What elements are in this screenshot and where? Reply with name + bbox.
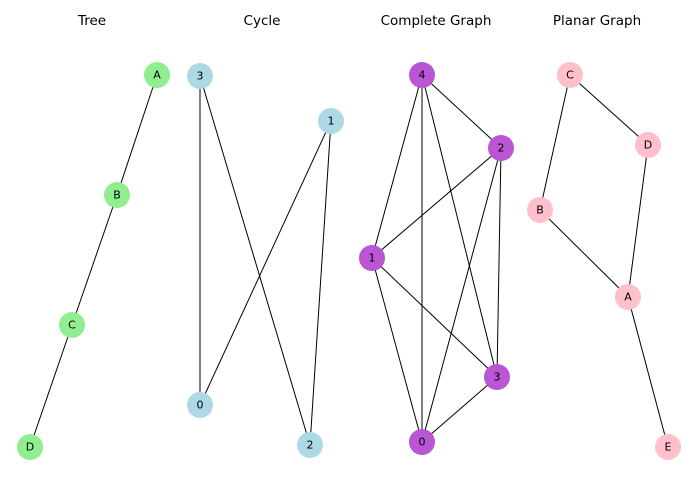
- edge-2-3: [199, 75, 311, 446]
- node-label-3: 3: [197, 70, 204, 83]
- node-label-C: C: [68, 319, 76, 332]
- edge-0-3: [421, 376, 498, 443]
- node-label-1: 1: [328, 115, 335, 128]
- edge-2-3: [496, 147, 502, 378]
- graph-node-C: [557, 62, 583, 88]
- graph-node-2: [488, 135, 514, 161]
- node-label-2: 2: [307, 439, 314, 452]
- node-label-3: 3: [494, 371, 501, 384]
- graph-node-0: [409, 429, 435, 455]
- edge-0-1: [199, 120, 332, 406]
- graph-node-A: [144, 62, 170, 88]
- graph-node-3: [187, 63, 213, 89]
- edge-D-A: [627, 144, 649, 298]
- edge-A-E: [627, 296, 669, 448]
- edge-1-2: [371, 147, 502, 259]
- node-label-2: 2: [498, 142, 505, 155]
- edge-C-D: [569, 74, 649, 146]
- graph-node-0: [187, 392, 213, 418]
- graph-node-2: [297, 432, 323, 458]
- graph-node-B: [104, 182, 130, 208]
- node-label-A: A: [153, 69, 161, 82]
- node-label-B: B: [113, 189, 121, 202]
- node-label-C: C: [566, 69, 574, 82]
- graph-title-planar-graph: Planar Graph: [552, 13, 642, 29]
- edge-1-2: [309, 120, 332, 446]
- node-label-0: 0: [419, 436, 426, 449]
- node-label-0: 0: [197, 399, 204, 412]
- graph-node-C: [59, 312, 85, 338]
- edge-B-C: [71, 194, 118, 326]
- node-label-E: E: [665, 441, 672, 454]
- edge-C-D: [29, 324, 73, 448]
- node-label-A: A: [624, 291, 632, 304]
- graph-node-3: [484, 364, 510, 390]
- graph-node-E: [655, 434, 681, 460]
- node-label-D: D: [26, 441, 34, 454]
- edge-0-1: [371, 257, 423, 443]
- graph-node-B: [527, 197, 553, 223]
- graph-node-1: [359, 245, 385, 271]
- edge-A-B: [116, 74, 158, 196]
- graph-title-tree: Tree: [77, 13, 107, 29]
- edge-1-4: [371, 74, 423, 259]
- node-label-4: 4: [419, 69, 426, 82]
- graph-node-1: [318, 108, 344, 134]
- edge-0-2: [421, 147, 502, 443]
- edge-C-B: [539, 74, 571, 211]
- graph-title-complete-graph: Complete Graph: [380, 13, 492, 29]
- graph-node-A: [615, 284, 641, 310]
- graph-title-cycle: Cycle: [243, 13, 281, 29]
- edge-B-A: [539, 209, 629, 298]
- node-label-1: 1: [369, 252, 376, 265]
- graph-node-D: [635, 132, 661, 158]
- graph-node-D: [17, 434, 43, 460]
- edge-3-4: [421, 74, 498, 378]
- node-label-D: D: [644, 139, 652, 152]
- edge-1-3: [371, 257, 498, 378]
- node-label-B: B: [536, 204, 544, 217]
- edge-2-4: [421, 74, 502, 149]
- graph-node-4: [409, 62, 435, 88]
